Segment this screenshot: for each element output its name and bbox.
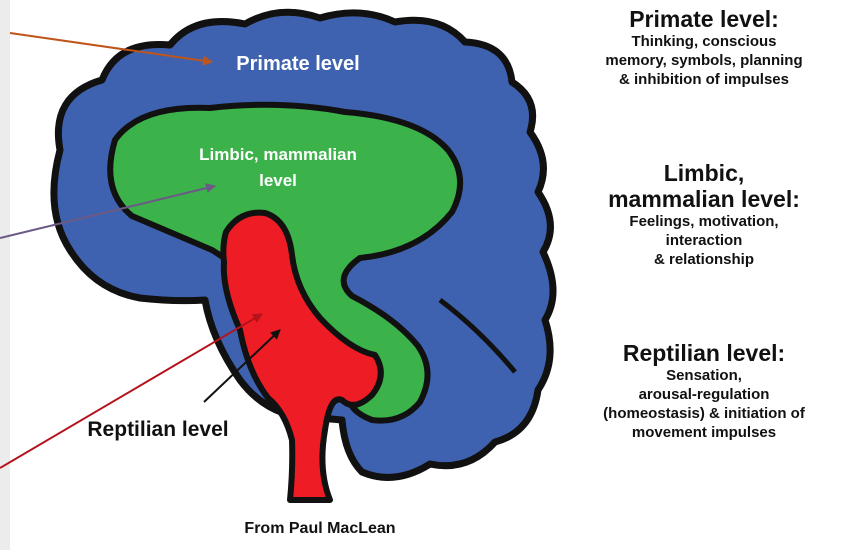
primate-description-title: Primate level: (548, 6, 860, 32)
reptilian-description: Reptilian level: Sensation, arousal-regu… (548, 340, 860, 442)
limbic-level-label-line2: level (259, 171, 297, 190)
primate-description-body: Thinking, conscious memory, symbols, pla… (548, 32, 860, 89)
reptilian-pointer-arrow (0, 314, 262, 468)
limbic-description-title: Limbic, mammalian level: (548, 160, 860, 212)
limbic-description: Limbic, mammalian level: Feelings, motiv… (548, 160, 860, 269)
primate-level-label: Primate level (236, 53, 359, 75)
reptilian-description-body: Sensation, arousal-regulation (homeostas… (548, 366, 860, 442)
limbic-level-label-line1: Limbic, mammalian (199, 145, 357, 164)
reptilian-description-title: Reptilian level: (548, 340, 860, 366)
primate-description: Primate level: Thinking, conscious memor… (548, 6, 860, 89)
source-credit: From Paul MacLean (210, 520, 430, 538)
reptilian-level-label: Reptilian level (87, 418, 228, 441)
limbic-description-body: Feelings, motivation, interaction & rela… (548, 212, 860, 269)
